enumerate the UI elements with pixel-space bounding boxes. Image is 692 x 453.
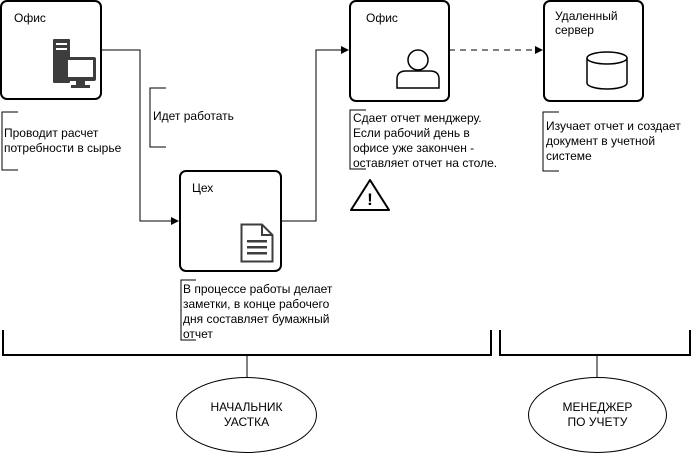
bracket-server-note	[542, 111, 559, 172]
office-node-2-title: Офис	[366, 11, 398, 25]
server-note: Изучает отчет и создает документ в учетн…	[546, 119, 681, 163]
computer-icon	[53, 39, 96, 88]
bracket-workshop-note	[180, 279, 196, 341]
user-icon	[396, 49, 440, 89]
actor-chief[interactable]: НАЧАЛЬНИК УАСТКА	[176, 377, 317, 453]
warning-icon: !	[350, 179, 390, 211]
lane-brace-manager	[499, 330, 691, 356]
office-node-2[interactable]: Офис	[349, 0, 450, 102]
bracket-office2-note	[349, 109, 366, 170]
bracket-go-work	[149, 87, 166, 148]
warning-glyph: !	[367, 190, 373, 209]
office1-note: Проводит расчет потребности в сырье	[4, 126, 122, 155]
office2-note: Сдает отчет менджеру. Если рабочий день …	[353, 111, 498, 170]
workshop-node-title: Цех	[192, 181, 214, 195]
connector-office-to-workshop	[101, 49, 179, 225]
database-icon	[586, 51, 628, 90]
server-node-title: Удаленный сервер	[555, 9, 618, 37]
workshop-note: В процессе работы делает заметки, в конц…	[183, 282, 333, 341]
office-node-1[interactable]: Офис	[0, 0, 102, 100]
office-node-1-title: Офис	[14, 11, 46, 25]
go-work-note: Идет работать	[153, 109, 234, 123]
server-node[interactable]: Удаленный сервер	[543, 0, 644, 102]
document-icon	[240, 223, 274, 263]
actor-manager[interactable]: МЕНЕДЖЕР ПО УЧЕТУ	[528, 377, 667, 453]
workshop-node[interactable]: Цех	[179, 170, 282, 272]
bracket-office1-note	[1, 111, 18, 171]
connector-workshop-to-office	[282, 46, 349, 222]
